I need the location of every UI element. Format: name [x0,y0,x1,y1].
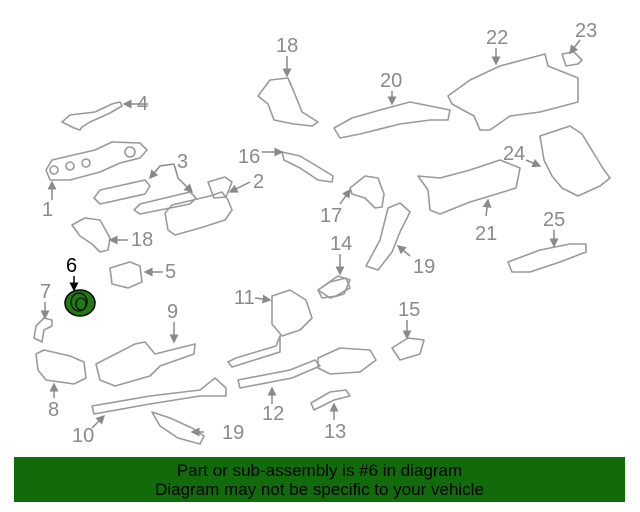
callout-11[interactable]: 11 [234,287,255,309]
callout-12[interactable]: 12 [262,403,284,425]
callout-20[interactable]: 20 [380,70,402,92]
callout-21[interactable]: 21 [475,223,497,245]
part-1-shape[interactable] [45,141,148,181]
part-8-shape[interactable] [35,349,87,385]
callout-3[interactable]: 3 [177,151,188,173]
part-22-shape[interactable] [447,53,579,131]
part-18-shape[interactable] [257,77,319,127]
part-5-shape[interactable] [109,261,143,289]
callout-14[interactable]: 14 [330,233,352,255]
part-20-shape[interactable] [333,101,451,139]
part-15-shape[interactable] [317,337,425,375]
callout-18b[interactable]: 18 [131,229,153,251]
part-12-shape[interactable] [237,359,321,389]
part-21-shape[interactable] [417,159,521,215]
part-14-shape[interactable] [317,275,351,299]
part-18b-shape[interactable] [71,217,111,253]
callout-19[interactable]: 19 [413,256,435,278]
callout-17[interactable]: 17 [320,205,342,227]
callout-23[interactable]: 23 [575,20,597,42]
callout-18[interactable]: 18 [276,35,298,57]
banner-line-part: Part or sub-assembly is #6 in diagram [176,461,463,480]
part-4-shape[interactable] [61,101,123,131]
part-24-shape[interactable] [539,125,611,197]
callout-25[interactable]: 25 [543,209,565,231]
part-23-shape[interactable] [561,51,583,67]
banner-line-disclaimer: Diagram may not be specific to your vehi… [155,480,484,499]
part-9-shape[interactable] [95,341,196,387]
part-2-shape[interactable] [164,176,233,236]
callout-22[interactable]: 22 [486,27,508,49]
part-6-highlighted[interactable] [64,289,96,317]
leader-lines [40,39,581,437]
callout-9[interactable]: 9 [167,301,178,323]
callout-8[interactable]: 8 [48,399,59,421]
part-3-shape[interactable] [93,179,197,215]
callout-16[interactable]: 16 [238,146,260,168]
callout-7[interactable]: 7 [40,281,51,303]
part-19-shape[interactable] [365,202,411,271]
callout-1[interactable]: 1 [42,199,53,221]
callout-2[interactable]: 2 [253,171,264,193]
part-19b-shape[interactable] [151,411,205,445]
callout-labels: 1 2 3 4 5 6 7 8 9 10 11 12 13 14 15 16 1… [40,20,597,447]
callout-6[interactable]: 6 [66,255,77,277]
callout-10[interactable]: 10 [72,425,94,447]
callout-5[interactable]: 5 [165,261,176,283]
part-info-banner: Part or sub-assembly is #6 in diagram Di… [14,457,625,502]
part-7-shape[interactable] [33,317,53,343]
callout-4[interactable]: 4 [137,93,148,115]
part-10-shape[interactable] [91,377,227,415]
part-16-shape[interactable] [281,151,334,183]
callout-24[interactable]: 24 [503,143,525,165]
callout-13[interactable]: 13 [324,421,346,443]
part-17-shape[interactable] [349,175,385,209]
part-25-shape[interactable] [507,243,587,273]
part-13-shape[interactable] [310,389,351,411]
callout-19b[interactable]: 19 [222,422,244,444]
callout-15[interactable]: 15 [398,299,420,321]
